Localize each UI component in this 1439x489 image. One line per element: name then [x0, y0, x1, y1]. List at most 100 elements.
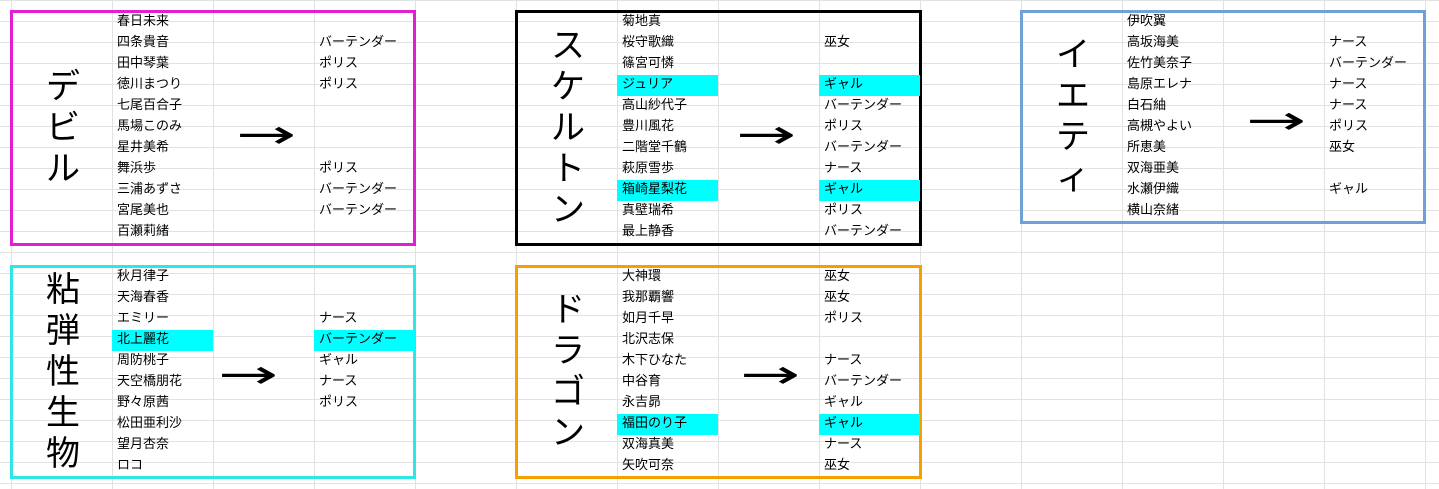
role-cell[interactable]: ギャル — [819, 414, 920, 435]
role-cell[interactable] — [314, 456, 415, 477]
member-name-cell[interactable]: 双海真美 — [622, 437, 675, 452]
role-cell[interactable]: バーテンダー — [1329, 56, 1408, 71]
role-cell[interactable] — [1324, 201, 1425, 222]
role-cell[interactable]: ポリス — [824, 203, 864, 218]
member-name-cell[interactable]: 佐竹美奈子 — [1127, 56, 1193, 71]
role-cell[interactable] — [1324, 159, 1425, 180]
role-cell[interactable]: 巫女 — [1329, 140, 1356, 155]
member-name-cell[interactable]: 真壁瑞希 — [622, 203, 675, 218]
member-name-cell[interactable]: ロコ — [117, 458, 144, 473]
role-cell[interactable]: ナース — [824, 437, 863, 452]
member-name-cell[interactable]: 矢吹可奈 — [622, 458, 675, 473]
role-cell[interactable]: 巫女 — [824, 269, 851, 284]
member-name-cell[interactable]: 野々原茜 — [117, 395, 170, 410]
role-cell[interactable]: ポリス — [319, 56, 359, 71]
role-cell[interactable] — [314, 288, 415, 309]
role-cell[interactable]: ギャル — [819, 180, 920, 201]
member-name-cell[interactable]: 松田亜利沙 — [117, 416, 183, 431]
member-name-cell[interactable]: 三浦あずさ — [117, 182, 183, 197]
member-name-cell[interactable]: 島原エレナ — [1127, 77, 1193, 92]
role-cell[interactable]: バーテンダー — [824, 140, 903, 155]
member-name-cell[interactable]: 田中琴葉 — [117, 56, 170, 71]
role-cell[interactable]: ナース — [319, 374, 358, 389]
member-name-cell[interactable]: 二階堂千鶴 — [622, 140, 688, 155]
role-cell[interactable]: バーテンダー — [824, 224, 903, 239]
member-name-cell[interactable]: 高槻やよい — [1127, 119, 1193, 134]
role-cell[interactable]: ナース — [1329, 35, 1368, 50]
member-name-cell[interactable]: 秋月律子 — [117, 269, 170, 284]
member-name-cell[interactable]: 周防桃子 — [117, 353, 170, 368]
member-name-cell[interactable]: 北上麗花 — [112, 330, 213, 351]
role-cell[interactable] — [819, 54, 920, 75]
role-cell[interactable] — [314, 117, 415, 138]
role-cell[interactable] — [314, 435, 415, 456]
role-cell[interactable]: バーテンダー — [314, 330, 415, 351]
role-cell[interactable]: ポリス — [824, 311, 864, 326]
member-name-cell[interactable]: 最上静香 — [622, 224, 675, 239]
role-cell[interactable]: ポリス — [1329, 119, 1369, 134]
role-cell[interactable]: ナース — [824, 353, 863, 368]
role-cell[interactable]: バーテンダー — [319, 203, 398, 218]
role-cell[interactable]: ポリス — [319, 395, 359, 410]
member-name-cell[interactable]: 北沢志保 — [622, 332, 675, 347]
member-name-cell[interactable]: エミリー — [117, 311, 170, 326]
member-name-cell[interactable]: 水瀬伊織 — [1127, 182, 1180, 197]
member-name-cell[interactable]: 高坂海美 — [1127, 35, 1180, 50]
member-name-cell[interactable]: 木下ひなた — [622, 353, 688, 368]
member-name-cell[interactable]: 菊地真 — [622, 14, 662, 29]
role-cell[interactable]: ギャル — [1329, 182, 1369, 197]
role-cell[interactable] — [819, 330, 920, 351]
role-cell[interactable] — [314, 414, 415, 435]
member-name-cell[interactable]: 天空橋朋花 — [117, 374, 183, 389]
member-name-cell[interactable]: 天海春香 — [117, 290, 170, 305]
role-cell[interactable] — [314, 222, 415, 243]
member-name-cell[interactable]: 春日未来 — [117, 14, 170, 29]
role-cell[interactable]: ナース — [1329, 98, 1368, 113]
member-name-cell[interactable]: 四条貴音 — [117, 35, 170, 50]
member-name-cell[interactable]: 所恵美 — [1127, 140, 1167, 155]
role-cell[interactable]: ギャル — [824, 395, 864, 410]
member-name-cell[interactable]: 我那覇響 — [622, 290, 675, 305]
role-cell[interactable]: バーテンダー — [319, 35, 398, 50]
role-cell[interactable]: ポリス — [319, 77, 359, 92]
role-cell[interactable] — [314, 138, 415, 159]
member-name-cell[interactable]: 箱崎星梨花 — [617, 180, 718, 201]
member-name-cell[interactable]: 七尾百合子 — [117, 98, 183, 113]
role-cell[interactable]: ナース — [1329, 77, 1368, 92]
member-name-cell[interactable]: 高山紗代子 — [622, 98, 688, 113]
role-cell[interactable]: ギャル — [819, 75, 920, 96]
member-name-cell[interactable]: 白石紬 — [1127, 98, 1167, 113]
member-name-cell[interactable]: 中谷育 — [622, 374, 662, 389]
role-cell[interactable]: バーテンダー — [824, 98, 903, 113]
role-cell[interactable] — [314, 12, 415, 33]
member-name-cell[interactable]: 徳川まつり — [117, 77, 183, 92]
member-name-cell[interactable]: 如月千早 — [622, 311, 675, 326]
member-name-cell[interactable]: 百瀬莉緒 — [117, 224, 170, 239]
member-name-cell[interactable]: 舞浜歩 — [117, 161, 157, 176]
member-name-cell[interactable]: 伊吹翼 — [1127, 14, 1167, 29]
member-name-cell[interactable]: 篠宮可憐 — [622, 56, 675, 71]
role-cell[interactable]: ギャル — [319, 353, 359, 368]
role-cell[interactable] — [819, 12, 920, 33]
role-cell[interactable]: 巫女 — [824, 35, 851, 50]
member-name-cell[interactable]: 永吉昴 — [622, 395, 662, 410]
member-name-cell[interactable]: 双海亜美 — [1127, 161, 1180, 176]
member-name-cell[interactable]: 豊川風花 — [622, 119, 675, 134]
member-name-cell[interactable]: 望月杏奈 — [117, 437, 170, 452]
role-cell[interactable]: 巫女 — [824, 458, 851, 473]
role-cell[interactable]: 巫女 — [824, 290, 851, 305]
role-cell[interactable]: バーテンダー — [824, 374, 903, 389]
member-name-cell[interactable]: 桜守歌織 — [622, 35, 675, 50]
role-cell[interactable] — [1324, 12, 1425, 33]
member-name-cell[interactable]: 萩原雪歩 — [622, 161, 675, 176]
member-name-cell[interactable]: 大神環 — [622, 269, 662, 284]
member-name-cell[interactable]: 星井美希 — [117, 140, 170, 155]
member-name-cell[interactable]: 福田のり子 — [617, 414, 718, 435]
member-name-cell[interactable]: ジュリア — [617, 75, 718, 96]
role-cell[interactable]: ポリス — [319, 161, 359, 176]
role-cell[interactable]: ナース — [319, 311, 358, 326]
role-cell[interactable] — [314, 96, 415, 117]
member-name-cell[interactable]: 宮尾美也 — [117, 203, 170, 218]
member-name-cell[interactable]: 横山奈緒 — [1127, 203, 1180, 218]
member-name-cell[interactable]: 馬場このみ — [117, 119, 183, 134]
